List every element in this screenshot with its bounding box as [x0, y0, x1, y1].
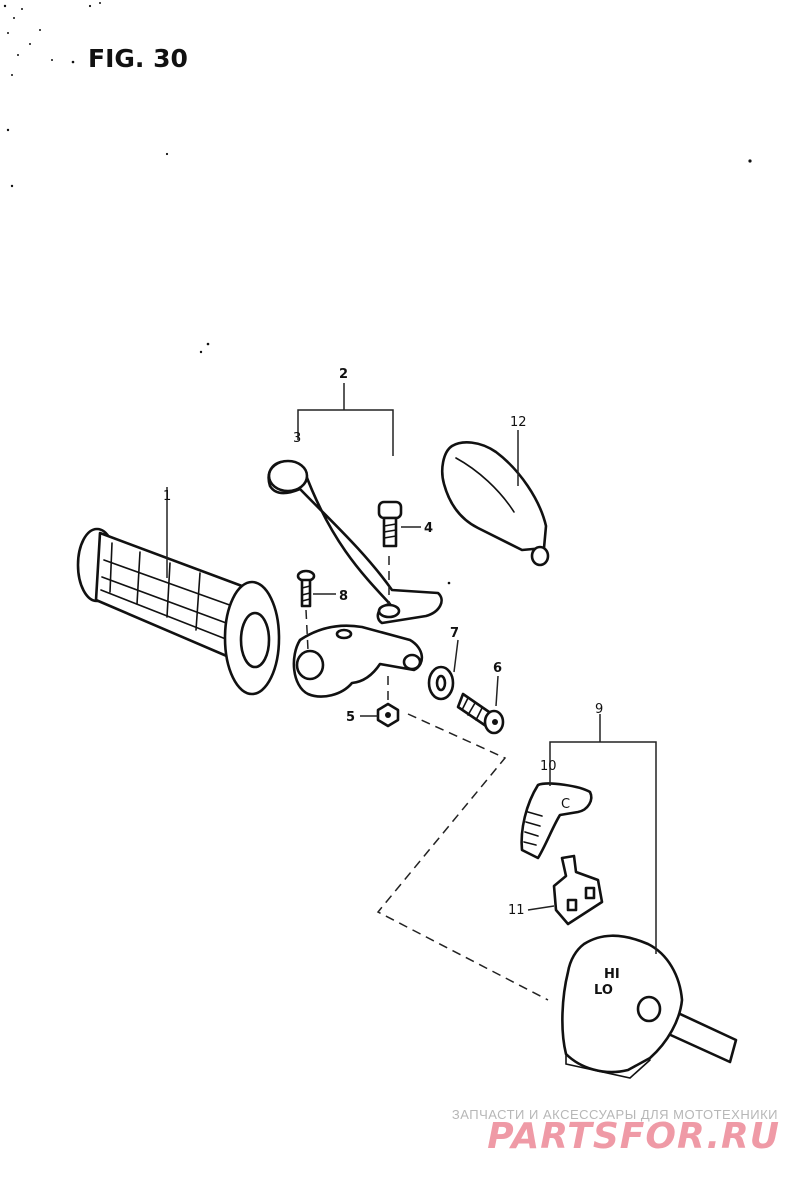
callout-9: 9 [595, 702, 603, 717]
lever-holder [292, 624, 424, 698]
watermark-caption: ЗАПЧАСТИ И АКСЕССУАРЫ ДЛЯ МОТОТЕХНИКИ [451, 1107, 778, 1122]
switch-contact-plate [552, 854, 604, 926]
handlebar-grip [76, 527, 281, 696]
nut [376, 702, 400, 728]
callout-6: 6 [493, 661, 502, 676]
callout-11: 11 [508, 903, 525, 918]
pivot-bolt [377, 500, 403, 548]
switch-knob: C [520, 782, 593, 860]
screw [296, 569, 316, 608]
callout-12: 12 [510, 415, 527, 430]
scan-noise [3, 2, 752, 585]
switch-housing: HI LO [561, 934, 738, 1079]
switch-marking-hi: HI [604, 967, 620, 982]
knob-marking-c: C [561, 797, 570, 812]
leader-lines [166, 383, 657, 1001]
switch-marking-lo: LO [594, 983, 613, 998]
callout-8: 8 [339, 589, 348, 604]
callout-3: 3 [293, 431, 301, 446]
callout-2: 2 [339, 367, 348, 382]
lever-cover [440, 441, 550, 567]
washer [427, 665, 455, 701]
clutch-lever [267, 459, 443, 625]
callout-10: 10 [540, 759, 557, 774]
callout-7: 7 [450, 626, 459, 641]
callout-1: 1 [163, 489, 171, 504]
callout-4: 4 [424, 521, 433, 536]
watermark-logo: PARTSFOR.RU [487, 1116, 780, 1157]
figure-title: FIG. 30 [88, 44, 188, 73]
callout-5: 5 [346, 710, 355, 725]
callout-numbers: 1 2 3 4 5 6 7 8 9 10 11 12 [163, 367, 603, 918]
adjuster-bolt [456, 692, 505, 735]
